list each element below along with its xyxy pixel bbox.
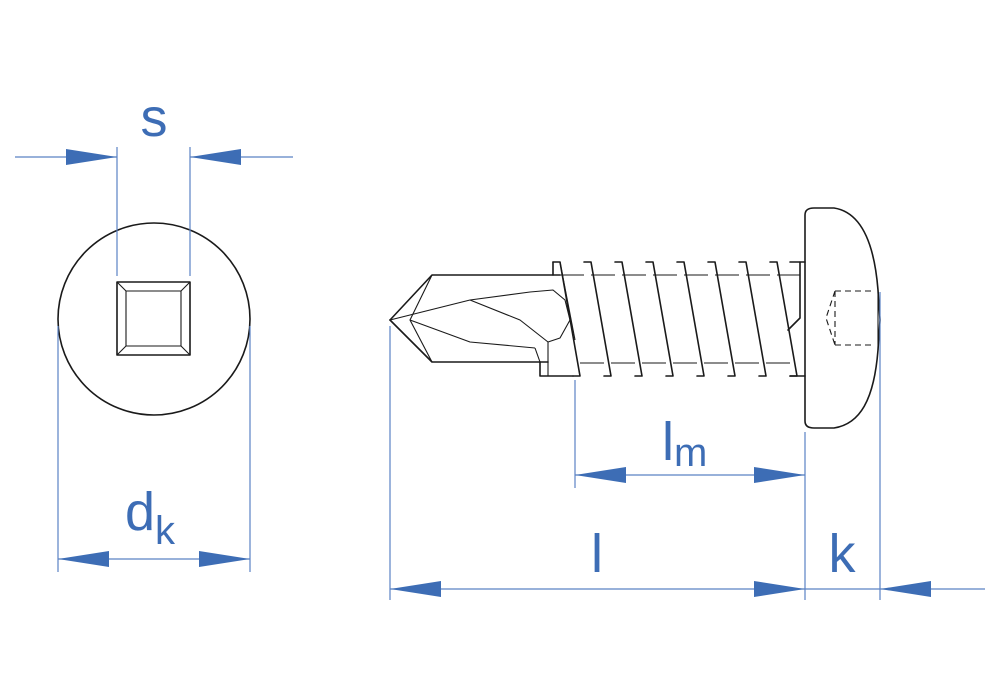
label-s: s <box>141 88 168 148</box>
square-recess-outer <box>116 281 191 356</box>
arrow-icon <box>199 551 250 567</box>
thread-crests <box>552 261 798 377</box>
label-lm: lm <box>662 412 707 475</box>
arrow-icon <box>190 149 241 165</box>
square-recess-inner <box>125 290 182 347</box>
dimension-dk: dk <box>57 326 251 572</box>
label-l: l <box>591 524 603 584</box>
thread-roots <box>559 261 800 364</box>
arrow-icon <box>58 551 109 567</box>
arrow-icon <box>66 149 117 165</box>
drill-point <box>389 261 574 377</box>
arrow-icon <box>575 467 626 483</box>
head-circle <box>57 222 251 416</box>
screw-head <box>804 207 881 429</box>
screw-side-view <box>389 207 881 429</box>
dimension-lm: lm <box>574 380 806 600</box>
dimension-k: k <box>805 292 985 600</box>
arrow-icon <box>880 581 931 597</box>
arrow-icon <box>754 467 805 483</box>
head-top-view <box>57 222 251 416</box>
screw-shank <box>789 261 806 377</box>
label-k: k <box>829 524 857 584</box>
dimension-l: l <box>389 326 805 600</box>
arrow-icon <box>754 581 805 597</box>
arrow-icon <box>390 581 441 597</box>
dimension-s: s <box>15 88 293 276</box>
label-dk: dk <box>125 482 176 553</box>
